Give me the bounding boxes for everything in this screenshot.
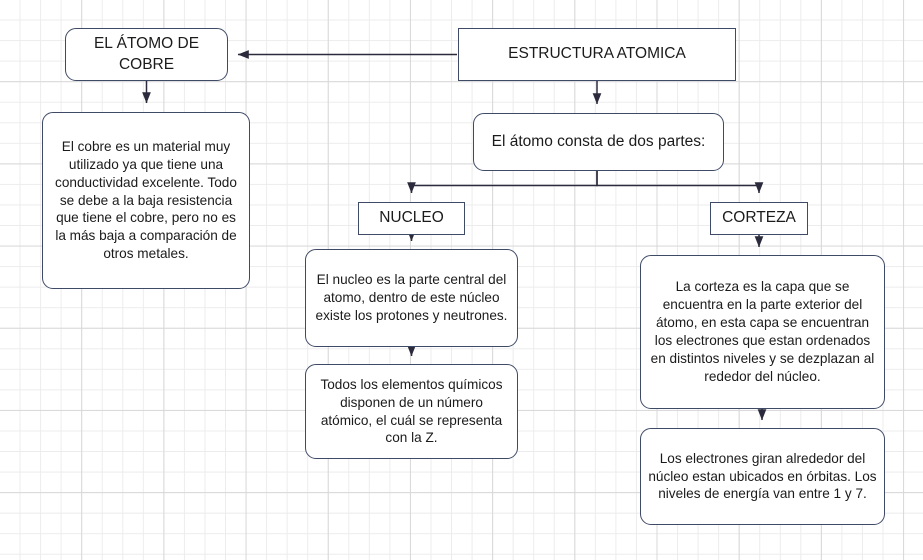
- node-nucleo-descripcion[interactable]: El nucleo es la parte central del atomo,…: [305, 249, 518, 347]
- node-label: CORTEZA: [722, 209, 796, 227]
- connector-dos-partes-to-corteza: [596, 171, 764, 194]
- connector-dos-partes-to-nucleo: [407, 171, 598, 194]
- node-cobre-descripcion[interactable]: El cobre es un material muy utilizado ya…: [42, 112, 250, 289]
- node-atomo-consta-de-dos-partes[interactable]: El átomo consta de dos partes:: [473, 113, 724, 171]
- node-label: El átomo consta de dos partes:: [491, 132, 706, 150]
- node-estructura-atomica[interactable]: ESTRUCTURA ATOMICA: [458, 28, 736, 81]
- node-label: Todos los elementos químicos disponen de…: [320, 376, 503, 446]
- node-corteza-descripcion[interactable]: La corteza es la capa que se encuentra e…: [640, 255, 885, 409]
- node-corteza[interactable]: CORTEZA: [710, 202, 808, 235]
- node-label: La corteza es la capa que se encuentra e…: [650, 279, 875, 384]
- node-label: NUCLEO: [379, 209, 444, 227]
- node-nucleo[interactable]: NUCLEO: [358, 202, 465, 235]
- node-label: ESTRUCTURA ATOMICA: [508, 45, 686, 63]
- node-atomo-de-cobre[interactable]: EL ÁTOMO DE COBRE: [65, 28, 228, 81]
- node-label: EL ÁTOMO DE COBRE: [93, 35, 200, 73]
- node-electrones-descripcion[interactable]: Los electrones giran alrededor del núcle…: [640, 428, 885, 525]
- node-label: Los electrones giran alrededor del núcle…: [648, 450, 877, 502]
- node-label: El nucleo es la parte central del atomo,…: [315, 272, 508, 323]
- node-label: El cobre es un material muy utilizado ya…: [55, 138, 237, 262]
- node-elementos-quimicos-descripcion[interactable]: Todos los elementos químicos disponen de…: [305, 364, 518, 459]
